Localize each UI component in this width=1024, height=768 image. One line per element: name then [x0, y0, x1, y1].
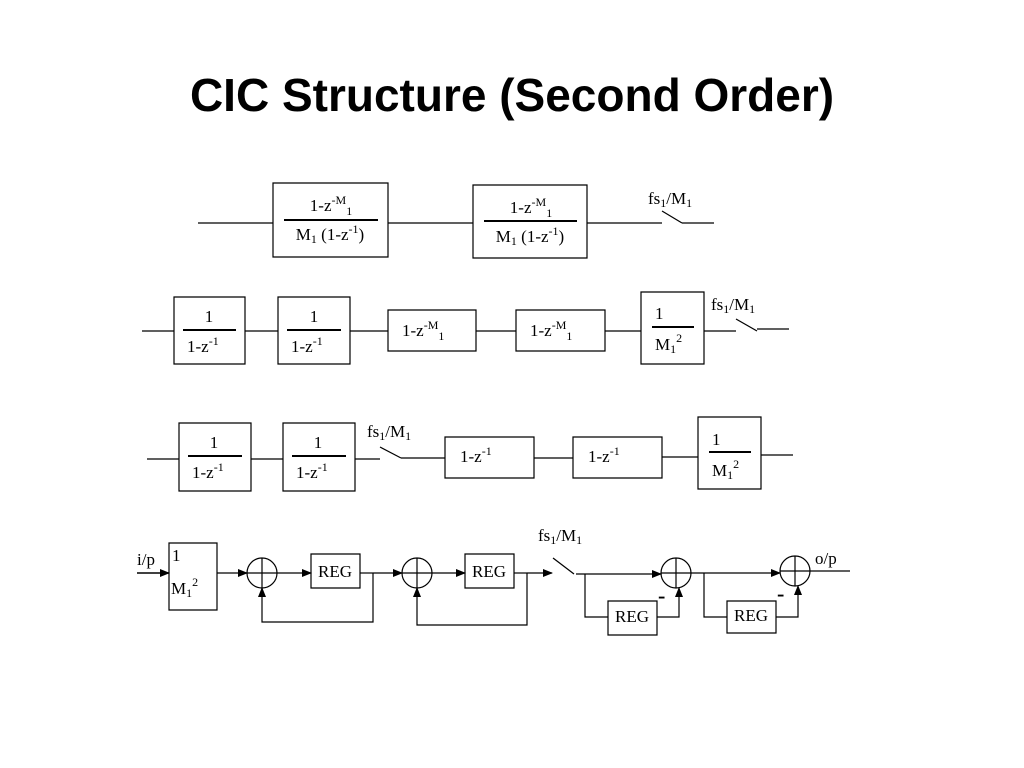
reg-label: REG — [734, 606, 768, 625]
page-title: CIC Structure (Second Order) — [189, 69, 835, 121]
decimation-switch — [736, 319, 757, 331]
integrator-denominator: 1-z-1 — [296, 460, 328, 482]
output-label: o/p — [815, 549, 837, 568]
gain-denominator: M12 — [655, 331, 682, 356]
reg-label: REG — [318, 562, 352, 581]
feedback-path-1 — [258, 573, 373, 622]
reg-label: REG — [615, 607, 649, 626]
integrator-denominator: 1-z-1 — [192, 460, 224, 482]
decimation-switch — [553, 558, 574, 574]
block-denominator: M1 (1-z-1) — [496, 224, 564, 248]
block-numerator: 1-z-M1 — [310, 193, 352, 218]
reg-block-2 — [465, 554, 514, 588]
transfer-block-2 — [473, 185, 587, 258]
comb-label: 1-z-M1 — [402, 318, 444, 343]
integrator-numerator: 1 — [310, 307, 319, 326]
minus-sign: - — [777, 581, 784, 606]
decimation-switch — [380, 447, 401, 458]
delay-path-1 — [585, 574, 608, 617]
gain-numerator: 1 — [655, 304, 664, 323]
minus-sign: - — [658, 583, 665, 608]
switch-label: fs1/M1 — [367, 422, 411, 443]
integrator-numerator: 1 — [210, 433, 219, 452]
gain-block — [641, 292, 704, 364]
comb-label: 1-z-1 — [460, 444, 492, 466]
transfer-block-1 — [273, 183, 388, 257]
block-denominator: M1 (1-z-1) — [296, 222, 364, 246]
row-2 — [142, 292, 789, 364]
integrator-numerator: 1 — [205, 307, 214, 326]
feedback-path-2 — [413, 573, 527, 625]
comb-label: 1-z-1 — [588, 444, 620, 466]
integrator-denominator: 1-z-1 — [291, 334, 323, 356]
reg-block-1 — [311, 554, 360, 588]
row-1 — [198, 183, 714, 258]
gain-denominator: M12 — [171, 575, 198, 600]
reg-block-3 — [608, 601, 657, 635]
block-numerator: 1-z-M1 — [510, 195, 552, 220]
integrator-block-2 — [283, 423, 355, 491]
delay-path-2 — [704, 573, 727, 617]
integrator-block-1 — [179, 423, 251, 491]
delay-return-2 — [776, 585, 802, 617]
comb-label: 1-z-M1 — [530, 318, 572, 343]
input-label: i/p — [137, 550, 155, 569]
gain-numerator: 1 — [172, 546, 181, 565]
reg-label: REG — [472, 562, 506, 581]
switch-label: fs1/M1 — [711, 295, 755, 316]
row-4 — [137, 543, 850, 635]
integrator-denominator: 1-z-1 — [187, 334, 219, 356]
gain-denominator: M12 — [712, 457, 739, 482]
gain-block — [169, 543, 217, 610]
row-3 — [147, 417, 793, 491]
decimation-switch — [662, 211, 682, 223]
gain-block — [698, 417, 761, 489]
delay-return-1 — [657, 587, 683, 617]
switch-label: fs1/M1 — [648, 189, 692, 210]
switch-label: fs1/M1 — [538, 526, 582, 547]
integrator-numerator: 1 — [314, 433, 323, 452]
gain-numerator: 1 — [712, 430, 721, 449]
